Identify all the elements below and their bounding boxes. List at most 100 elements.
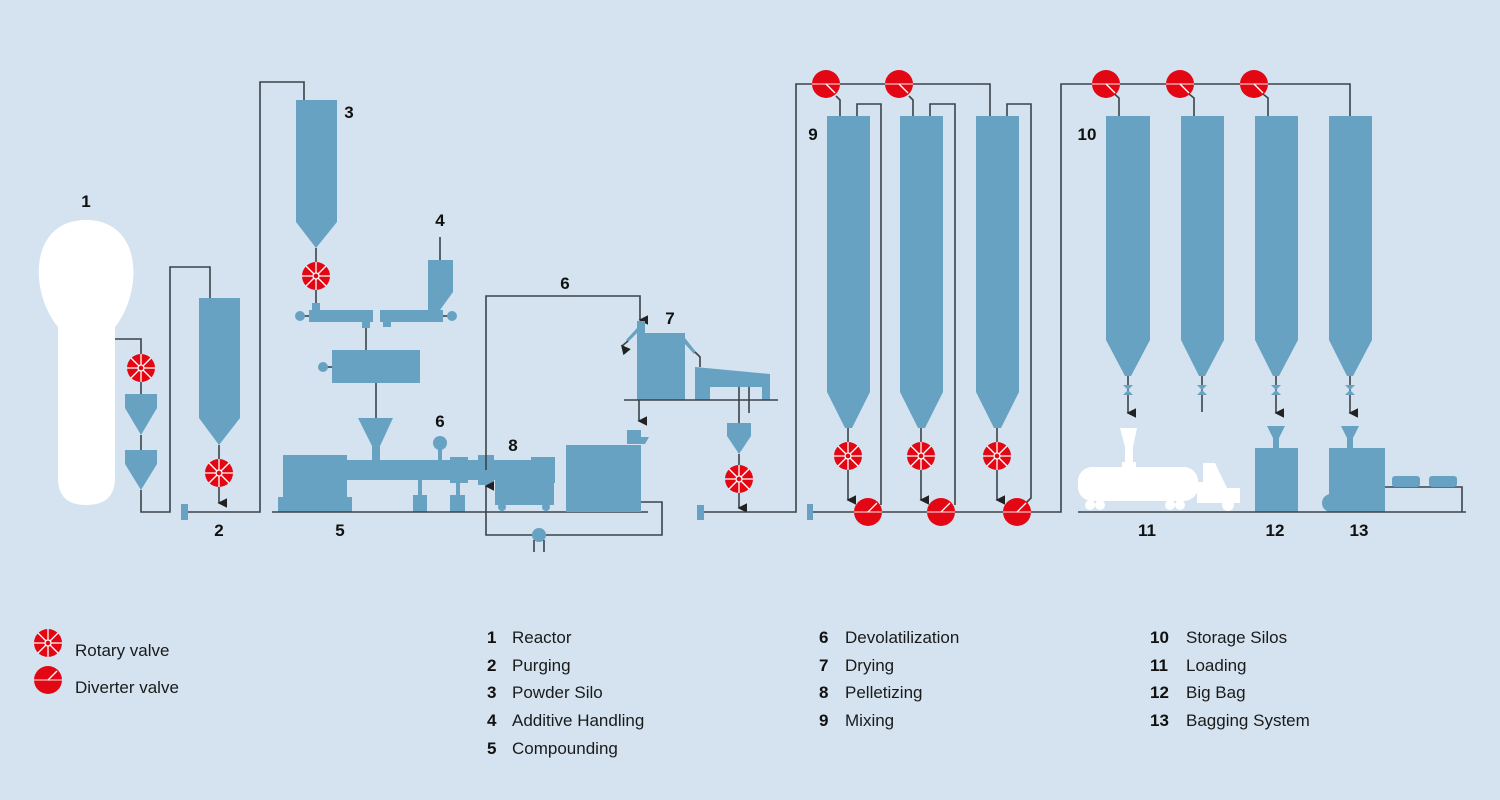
pipe <box>908 95 914 116</box>
label-mixing: 9 <box>808 125 817 144</box>
pipe <box>835 95 841 116</box>
step-label: Loading <box>1186 656 1247 675</box>
pellet-hopper <box>727 423 751 454</box>
step-number: 11 <box>1150 656 1168 675</box>
blower-inlet <box>807 504 813 520</box>
vibrating-screen <box>695 367 770 400</box>
step-number: 7 <box>819 656 828 675</box>
motor-icon <box>318 362 328 372</box>
dryer-column <box>637 321 645 400</box>
diverter-valve-icon <box>33 665 63 695</box>
step-label: Drying <box>845 656 894 675</box>
blower-inlet <box>181 504 188 520</box>
recirc-line <box>929 103 956 505</box>
diverter-valve-icon <box>926 497 956 527</box>
label-purging: 2 <box>214 521 223 540</box>
centrifugal-dryer <box>566 445 641 512</box>
hopper <box>125 394 157 435</box>
big-bag-funnel <box>1267 426 1285 448</box>
pipe <box>188 81 305 513</box>
extruder-motor <box>283 455 347 500</box>
step-number: 12 <box>1150 683 1169 702</box>
rotary-valve-icon <box>982 441 1012 471</box>
conveyor-outlet <box>383 322 391 327</box>
conveying-line <box>813 83 1351 513</box>
bag <box>1429 476 1457 487</box>
legend-diverter-valve: Diverter valve <box>75 678 179 697</box>
conveyor-inlet <box>312 303 320 311</box>
step-number: 13 <box>1150 711 1169 730</box>
step-label: Mixing <box>845 711 894 730</box>
screw-conveyor <box>380 310 443 322</box>
water-return-line <box>484 481 663 536</box>
pipe <box>694 351 701 367</box>
label-devolatilization: 6 <box>435 412 444 431</box>
step-number: 9 <box>819 711 828 730</box>
label-storage-silos: 10 <box>1078 125 1097 144</box>
storage-silo <box>1181 116 1224 376</box>
rotary-valve-icon <box>301 261 331 291</box>
rotary-valve-icon <box>906 441 936 471</box>
powder-silo <box>296 100 337 248</box>
step-number: 1 <box>487 628 496 647</box>
rotary-valve-icon <box>126 353 156 383</box>
step-label: Big Bag <box>1186 683 1246 702</box>
barrel-flange <box>450 457 468 483</box>
step-number: 6 <box>819 628 828 647</box>
tanker-dome <box>1122 462 1136 468</box>
devolatilization-line <box>485 295 648 470</box>
dryer-inlet <box>627 430 649 444</box>
slide-valve-icon <box>1345 385 1355 395</box>
vent-stem <box>438 447 442 460</box>
diverter-valve-icon <box>853 497 883 527</box>
wheel <box>1222 499 1234 511</box>
diverter-valve-icon <box>1091 69 1121 99</box>
hopper <box>125 450 157 490</box>
step-number: 2 <box>487 656 496 675</box>
support-leg <box>450 495 465 512</box>
wheel <box>542 503 550 511</box>
motor-icon <box>295 311 305 321</box>
recirc-line <box>1006 103 1032 506</box>
support-leg <box>413 495 427 512</box>
support-stem <box>456 480 460 495</box>
mixing-silo <box>900 116 943 428</box>
wheel <box>1175 500 1185 510</box>
purging-silo <box>199 298 240 445</box>
pump-legs <box>533 540 545 552</box>
step-label: Pelletizing <box>845 683 923 702</box>
support-stem <box>418 480 422 495</box>
loading-spout <box>1120 428 1137 465</box>
step-label: Reactor <box>512 628 572 647</box>
bag-conveyor <box>1385 486 1463 512</box>
step-number: 8 <box>819 683 828 702</box>
pelletizer <box>495 480 554 505</box>
truck-cab <box>1197 463 1240 503</box>
extruder-base <box>278 497 352 512</box>
big-bag-station <box>1255 448 1298 512</box>
rotary-valve-icon <box>204 458 234 488</box>
wheel <box>1095 500 1105 510</box>
step-number: 10 <box>1150 628 1169 647</box>
step-label: Additive Handling <box>512 711 644 730</box>
tanker-tank <box>1078 467 1198 501</box>
devolatilization-vent <box>433 436 447 450</box>
slide-valve-icon <box>1123 385 1133 395</box>
rotary-valve-icon <box>33 628 63 658</box>
step-label: Purging <box>512 656 571 675</box>
barrel-end <box>531 457 555 483</box>
bag <box>1392 476 1420 487</box>
pump-icon <box>532 528 546 542</box>
step-number: 5 <box>487 739 496 758</box>
label-drying: 7 <box>665 309 674 328</box>
legend-rotary-valve: Rotary valve <box>75 641 169 660</box>
slide-valve-icon <box>1271 385 1281 395</box>
storage-silo <box>1106 116 1150 376</box>
bagging-funnel <box>1341 426 1359 448</box>
step-label: Devolatilization <box>845 628 959 647</box>
diverter-valve-icon <box>1165 69 1195 99</box>
mixing-silo <box>976 116 1019 428</box>
conveying-line <box>704 83 991 513</box>
diverter-valve-icon <box>884 69 914 99</box>
